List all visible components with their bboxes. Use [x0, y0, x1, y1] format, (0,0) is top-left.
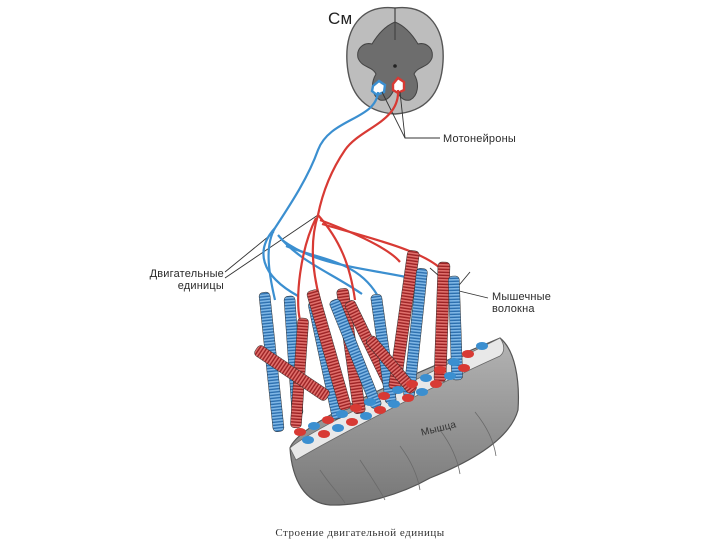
- motoneurons-label: Мотонейроны: [443, 133, 516, 145]
- central-canal: [393, 64, 397, 68]
- motor-units-label-line2: единицы: [128, 280, 224, 292]
- spinal-cord-section: [347, 8, 443, 114]
- spinal-cord-label: См: [328, 10, 352, 28]
- axon-blue: [263, 92, 420, 300]
- motor-units-label-line1: Двигательные: [128, 268, 224, 280]
- muscle-fibers-label-line1: Мышечные: [492, 291, 551, 303]
- muscle-fibers-label-line2: волокна: [492, 303, 535, 315]
- motor-units-leader-2: [225, 215, 318, 278]
- figure-caption: Строение двигательной единицы: [0, 527, 720, 539]
